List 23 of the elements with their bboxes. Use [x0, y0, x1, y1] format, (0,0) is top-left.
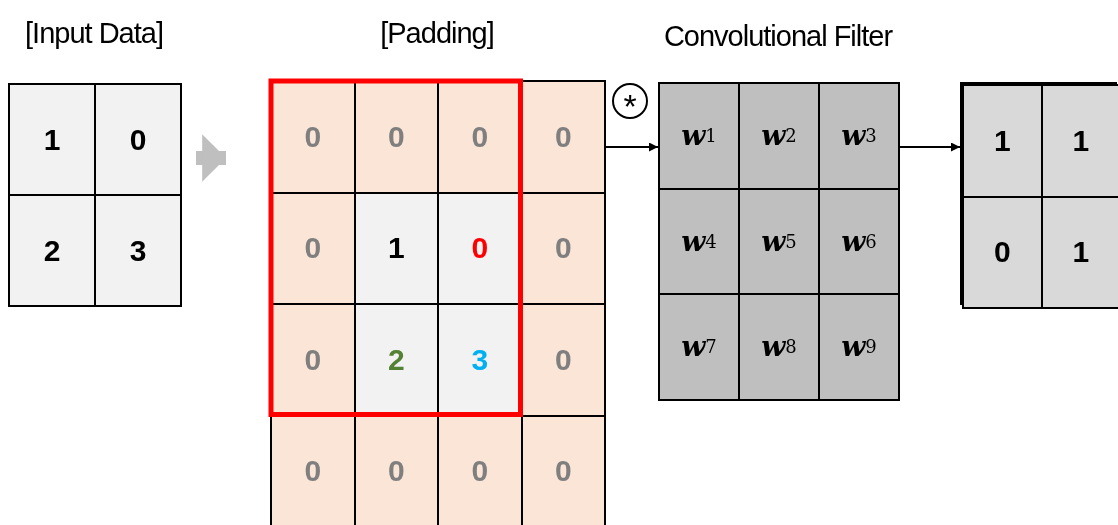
grid-cell: 3 [94, 194, 182, 307]
grid-cell: 2 [8, 194, 96, 307]
grid-title: [Padding] [379, 16, 495, 51]
grid-title: Convolutional Filter [662, 19, 894, 54]
grid-cell: 0 [962, 195, 1043, 309]
grid-cell: 0 [520, 303, 606, 417]
grid-cell: 1 [962, 84, 1043, 198]
grid-cell: 0 [353, 414, 439, 525]
convolution-operator-label: * [612, 83, 648, 119]
grid-cell: 1 [1040, 84, 1118, 198]
grid-cell: 0 [520, 191, 606, 305]
arrow [603, 142, 659, 152]
arrow [196, 134, 226, 182]
arrow [897, 142, 961, 152]
grid-cell: 1 [1040, 195, 1118, 309]
grid-cell: 1 [353, 191, 439, 305]
grid-cell: 0 [437, 414, 523, 525]
grid-cell: 0 [270, 414, 356, 525]
grid-cell: 0 [520, 80, 606, 194]
grid-title: [Input Data] [24, 16, 164, 51]
grid-cell: 0 [520, 414, 606, 525]
grid-cell: 1 [8, 83, 96, 196]
grid-cell: 0 [94, 83, 182, 196]
